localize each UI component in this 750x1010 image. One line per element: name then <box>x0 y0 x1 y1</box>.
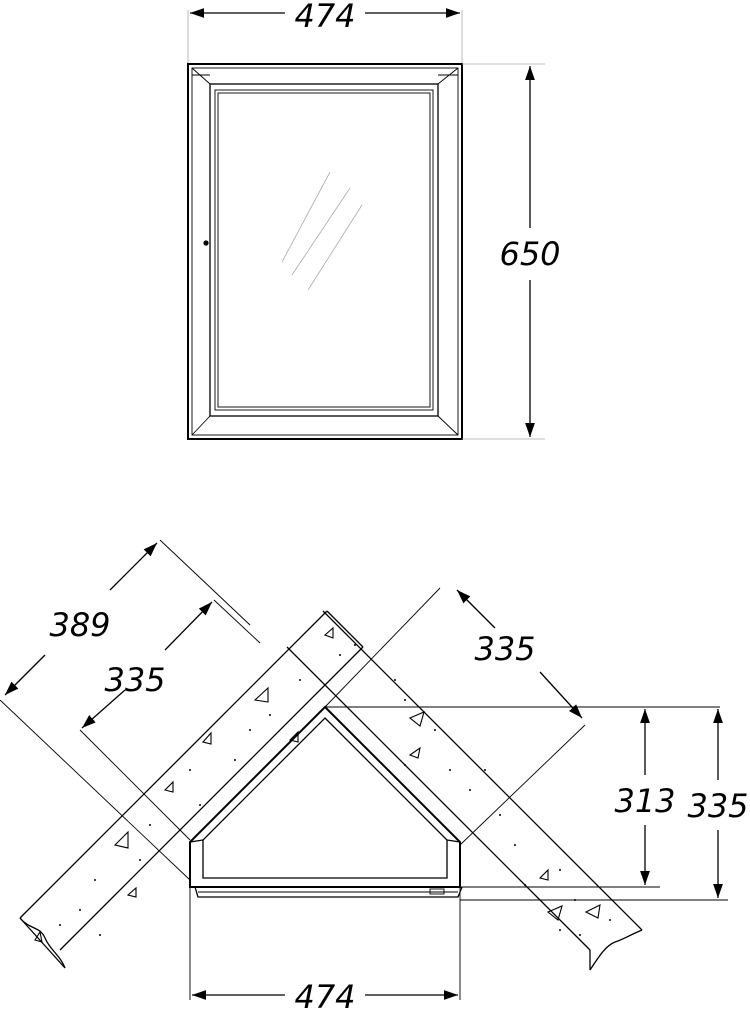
right-wall <box>286 610 643 971</box>
glass-reflection <box>281 171 363 291</box>
front-width-label: 474 <box>294 0 355 35</box>
depth-313-label: 313 <box>614 782 675 820</box>
diagonal-335-left-dimension: 335 <box>79 599 261 841</box>
top-width-label: 474 <box>294 978 355 1010</box>
diagonal-335-left-label: 335 <box>104 661 165 699</box>
front-height-label: 650 <box>499 235 560 273</box>
diagonal-389-label: 389 <box>49 606 110 644</box>
left-wall <box>19 610 364 969</box>
depth-313-dimension: 313 <box>325 706 720 888</box>
top-width-dimension: 474 <box>189 887 461 1010</box>
wall-hatching <box>34 626 611 943</box>
diagonal-335-right-dimension: 335 <box>324 587 586 846</box>
front-height-dimension: 650 <box>462 63 561 440</box>
depth-335-label: 335 <box>687 787 748 825</box>
top-view: 389 335 335 313 <box>0 539 749 1010</box>
front-view: 474 <box>187 0 561 440</box>
diagonal-389-dimension: 389 <box>0 539 251 881</box>
mirror-cabinet-front <box>187 63 463 440</box>
corner-cabinet-plan <box>189 705 463 898</box>
diagonal-335-right-label: 335 <box>474 630 535 668</box>
depth-335-dimension: 335 <box>460 709 749 901</box>
front-width-dimension: 474 <box>187 0 463 64</box>
knob-icon <box>203 240 209 246</box>
